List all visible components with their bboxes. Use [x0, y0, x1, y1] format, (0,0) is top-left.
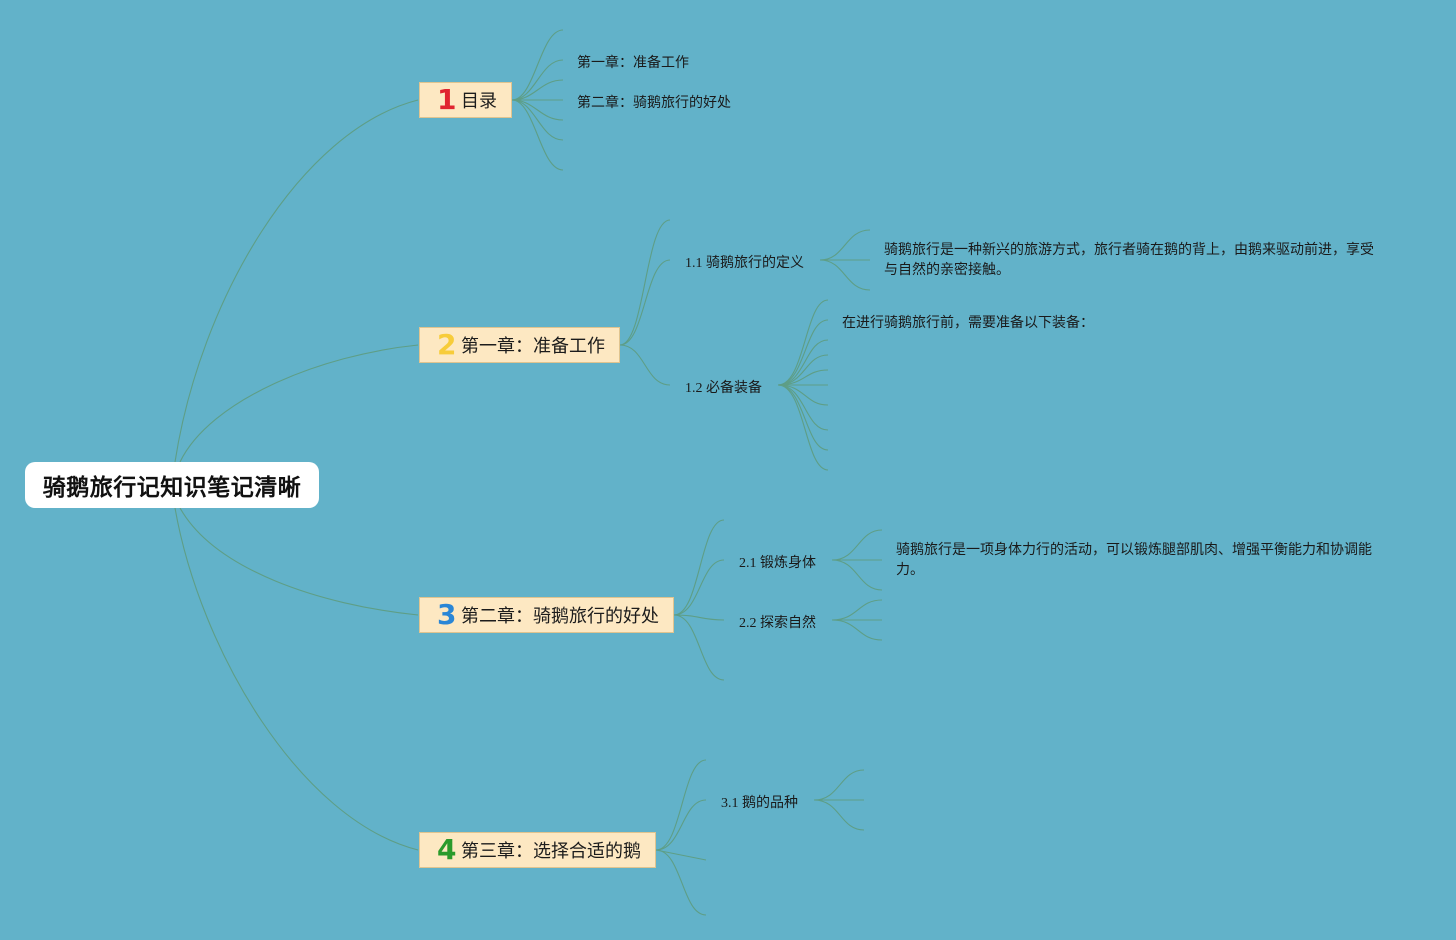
branch-label: 第一章：准备工作 — [461, 336, 605, 357]
link-b2-c2 — [619, 344, 671, 386]
link-root-branch-2 — [179, 344, 419, 463]
link-b3-c2 — [673, 614, 725, 621]
link-root-branch-3 — [179, 507, 419, 616]
topic-2-2[interactable]: 2.2 探索自然 — [739, 616, 816, 631]
branch-label: 第二章：骑鹅旅行的好处 — [461, 606, 659, 627]
topic-1-2[interactable]: 1.2 必备装备 — [685, 381, 762, 396]
branch-node-2[interactable]: 2 第一章：准备工作 — [419, 327, 620, 363]
fan-b2-c2 — [777, 299, 829, 471]
fan-b3-c1 — [831, 529, 883, 591]
number-2-icon: 2 — [437, 328, 457, 361]
branch-node-1[interactable]: 1 目录 — [419, 82, 512, 118]
link-root-branch-1 — [174, 99, 419, 463]
topic-3-1[interactable]: 3.1 鹅的品种 — [721, 796, 798, 811]
topic-1-1-detail: 骑鹅旅行是一种新兴的旅游方式，旅行者骑在鹅的背上，由鹅来驱动前进，享受与自然的亲… — [884, 243, 1374, 278]
link-b3-c1 — [673, 559, 725, 616]
number-3-icon: 3 — [437, 598, 457, 631]
number-1-icon: 1 — [437, 83, 457, 116]
fan-b3-c2 — [831, 599, 883, 641]
topic-2-1-detail: 骑鹅旅行是一项身体力行的活动，可以锻炼腿部肌肉、增强平衡能力和协调能力。 — [896, 543, 1372, 578]
fan-b4-c1 — [813, 769, 865, 831]
number-4-icon: 4 — [437, 833, 457, 866]
link-b2-c1 — [619, 219, 671, 346]
topic-1-2-detail: 在进行骑鹅旅行前，需要准备以下装备： — [842, 316, 1094, 331]
toc-item-1[interactable]: 第一章：准备工作 — [577, 56, 689, 71]
topic-1-1[interactable]: 1.1 骑鹅旅行的定义 — [685, 256, 804, 271]
fan-branch-1 — [511, 29, 564, 171]
topic-2-1[interactable]: 2.1 锻炼身体 — [739, 556, 816, 571]
branch-label: 目录 — [461, 91, 497, 112]
branch-node-4[interactable]: 4 第三章：选择合适的鹅 — [419, 832, 656, 868]
fan-b2-c1 — [819, 229, 871, 291]
root-title: 骑鹅旅行记知识笔记清晰 — [42, 475, 302, 501]
link-b4-c1 — [655, 799, 707, 851]
toc-item-2[interactable]: 第二章：骑鹅旅行的好处 — [577, 96, 731, 111]
root-node[interactable]: 骑鹅旅行记知识笔记清晰 — [25, 462, 319, 508]
branch-node-3[interactable]: 3 第二章：骑鹅旅行的好处 — [419, 597, 674, 633]
link-root-branch-4 — [174, 507, 419, 851]
branch-label: 第三章：选择合适的鹅 — [461, 841, 641, 862]
